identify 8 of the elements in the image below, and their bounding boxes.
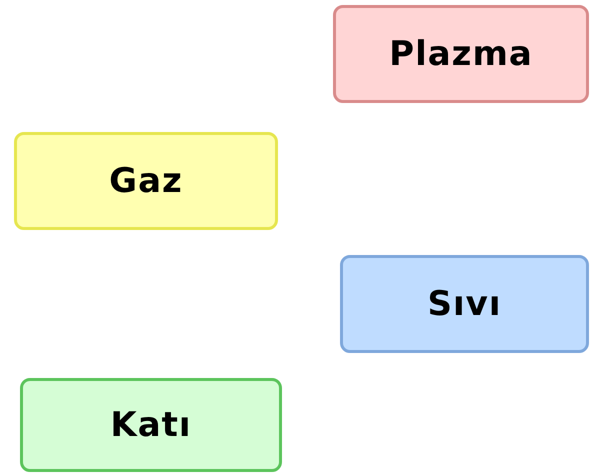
state-box	[340, 255, 589, 353]
state-box	[333, 5, 589, 103]
state-label: Gaz	[109, 161, 183, 201]
state-label: Plazma	[389, 34, 533, 74]
state-box	[20, 378, 282, 472]
state-label: Katı	[110, 405, 192, 445]
state-box	[14, 132, 278, 230]
state-label: Sıvı	[428, 284, 502, 324]
